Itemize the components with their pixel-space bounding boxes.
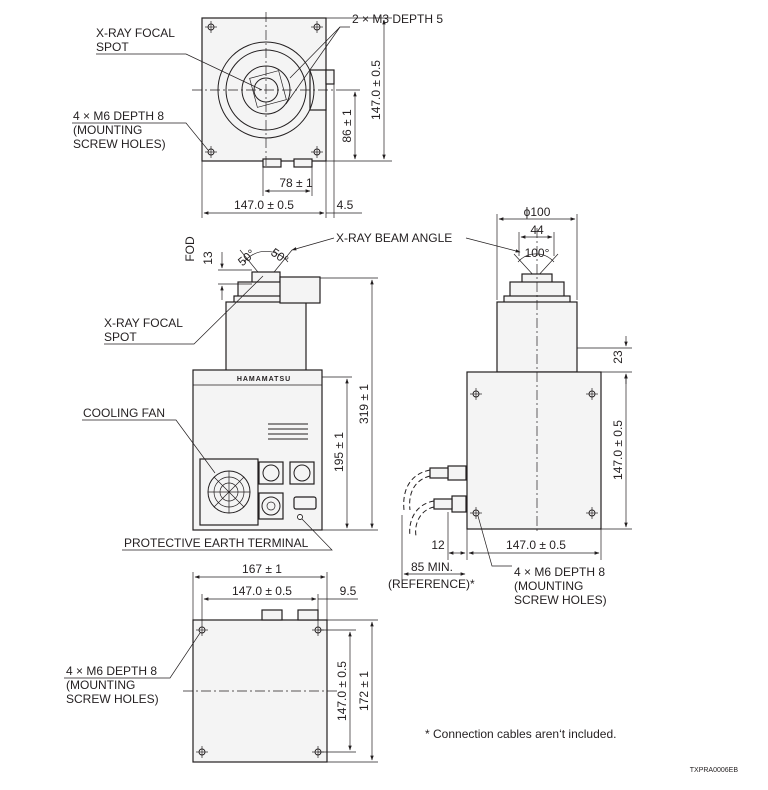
earth-terminal bbox=[297, 514, 303, 520]
bottom-dim-172: 172 ± 1 bbox=[357, 671, 371, 711]
bottom-dim-width: 147.0 ± 0.5 bbox=[232, 584, 292, 598]
bottom-mount-label-3: SCREW HOLES) bbox=[66, 692, 159, 706]
front-dsub-connector bbox=[293, 496, 317, 510]
top-mount-label-2: (MOUNTING bbox=[73, 123, 142, 137]
bottom-mount-leader bbox=[64, 632, 201, 679]
side-dim-12: 12 bbox=[431, 538, 445, 552]
cooling-fan-label: COOLING FAN bbox=[83, 406, 165, 420]
front-focal-label-2: SPOT bbox=[104, 330, 137, 344]
top-dim-height: 147.0 ± 0.5 bbox=[369, 60, 383, 120]
side-body bbox=[466, 371, 602, 530]
bottom-view: 167 ± 1 147.0 ± 0.5 9.5 4 × M6 DEPTH 8 (… bbox=[64, 562, 378, 763]
top-mount-leader bbox=[72, 122, 209, 151]
top-focal-leader bbox=[96, 53, 263, 91]
bottom-dim-9-5: 9.5 bbox=[340, 584, 357, 598]
front-brand: HAMAMATSU bbox=[237, 376, 291, 383]
side-dim-phi100: ϕ100 bbox=[524, 205, 551, 219]
side-cables bbox=[403, 465, 467, 537]
front-rear-block bbox=[279, 276, 321, 304]
top-mount-label-1: 4 × M6 DEPTH 8 bbox=[73, 109, 164, 123]
side-dim-width: 147.0 ± 0.5 bbox=[506, 538, 566, 552]
top-view-side-tab bbox=[325, 69, 335, 85]
top-dim-4-5: 4.5 bbox=[337, 198, 354, 212]
front-dim-319: 319 ± 1 bbox=[357, 384, 371, 424]
top-dim-width: 147.0 ± 0.5 bbox=[234, 198, 294, 212]
bottom-dim-height: 147.0 ± 0.5 bbox=[335, 661, 349, 721]
side-view: ϕ100 44 100° 23 147.0 ± 0.5 12 147.0 ± 0… bbox=[388, 205, 632, 607]
top-focal-label-2: SPOT bbox=[96, 40, 129, 54]
top-focal-label-1: X-RAY FOCAL bbox=[96, 26, 175, 40]
top-dim-78: 78 ± 1 bbox=[279, 176, 313, 190]
front-dim-195: 195 ± 1 bbox=[332, 432, 346, 472]
top-view-body bbox=[201, 17, 327, 162]
side-mount-label-3: SCREW HOLES) bbox=[514, 593, 607, 607]
top-m3-leader-2 bbox=[285, 26, 341, 105]
front-fod-label: FOD bbox=[183, 236, 197, 262]
side-reference-label: (REFERENCE)* bbox=[388, 577, 475, 591]
cooling-fan-leader bbox=[82, 419, 216, 474]
side-mount-leader bbox=[477, 515, 512, 567]
bottom-mount-label-2: (MOUNTING bbox=[66, 678, 135, 692]
top-dim-86: 86 ± 1 bbox=[340, 109, 354, 143]
front-dim-13: 13 bbox=[201, 251, 215, 265]
front-angle-left: 50° bbox=[235, 246, 258, 269]
side-mount-label-2: (MOUNTING bbox=[514, 579, 583, 593]
footnote: * Connection cables aren‘t included. bbox=[425, 727, 616, 741]
doc-code: TXPRA0006EB bbox=[690, 767, 739, 774]
front-focal-label-1: X-RAY FOCAL bbox=[104, 316, 183, 330]
earth-terminal-label: PROTECTIVE EARTH TERMINAL bbox=[124, 536, 309, 550]
bottom-mount-label-1: 4 × M6 DEPTH 8 bbox=[66, 664, 157, 678]
top-view-connector-2 bbox=[293, 158, 313, 168]
bottom-dim-167: 167 ± 1 bbox=[242, 562, 282, 576]
side-corner-holes bbox=[470, 388, 598, 519]
front-focal-leader bbox=[104, 275, 264, 345]
front-beam-arc bbox=[243, 250, 289, 263]
side-dim-44: 44 bbox=[530, 223, 544, 237]
front-vents bbox=[268, 423, 308, 440]
earth-terminal-leader bbox=[122, 518, 333, 551]
top-view-corner-holes bbox=[205, 21, 323, 158]
top-view-window bbox=[249, 70, 287, 108]
front-tube bbox=[225, 301, 307, 373]
top-mount-label-3: SCREW HOLES) bbox=[73, 137, 166, 151]
front-angle-right: 50° bbox=[268, 245, 291, 267]
side-dim-23: 23 bbox=[611, 350, 625, 364]
top-view: X-RAY FOCAL SPOT 2 × M3 DEPTH 5 4 × M6 D… bbox=[72, 12, 443, 218]
top-view-connector-1 bbox=[262, 158, 282, 168]
side-dim-height: 147.0 ± 0.5 bbox=[611, 420, 625, 480]
side-dim-85: 85 MIN. bbox=[411, 560, 453, 574]
side-angle-100: 100° bbox=[525, 246, 550, 260]
beam-angle-label: X-RAY BEAM ANGLE bbox=[336, 231, 452, 245]
top-m3-label: 2 × M3 DEPTH 5 bbox=[352, 12, 443, 26]
side-mount-label-1: 4 × M6 DEPTH 8 bbox=[514, 565, 605, 579]
